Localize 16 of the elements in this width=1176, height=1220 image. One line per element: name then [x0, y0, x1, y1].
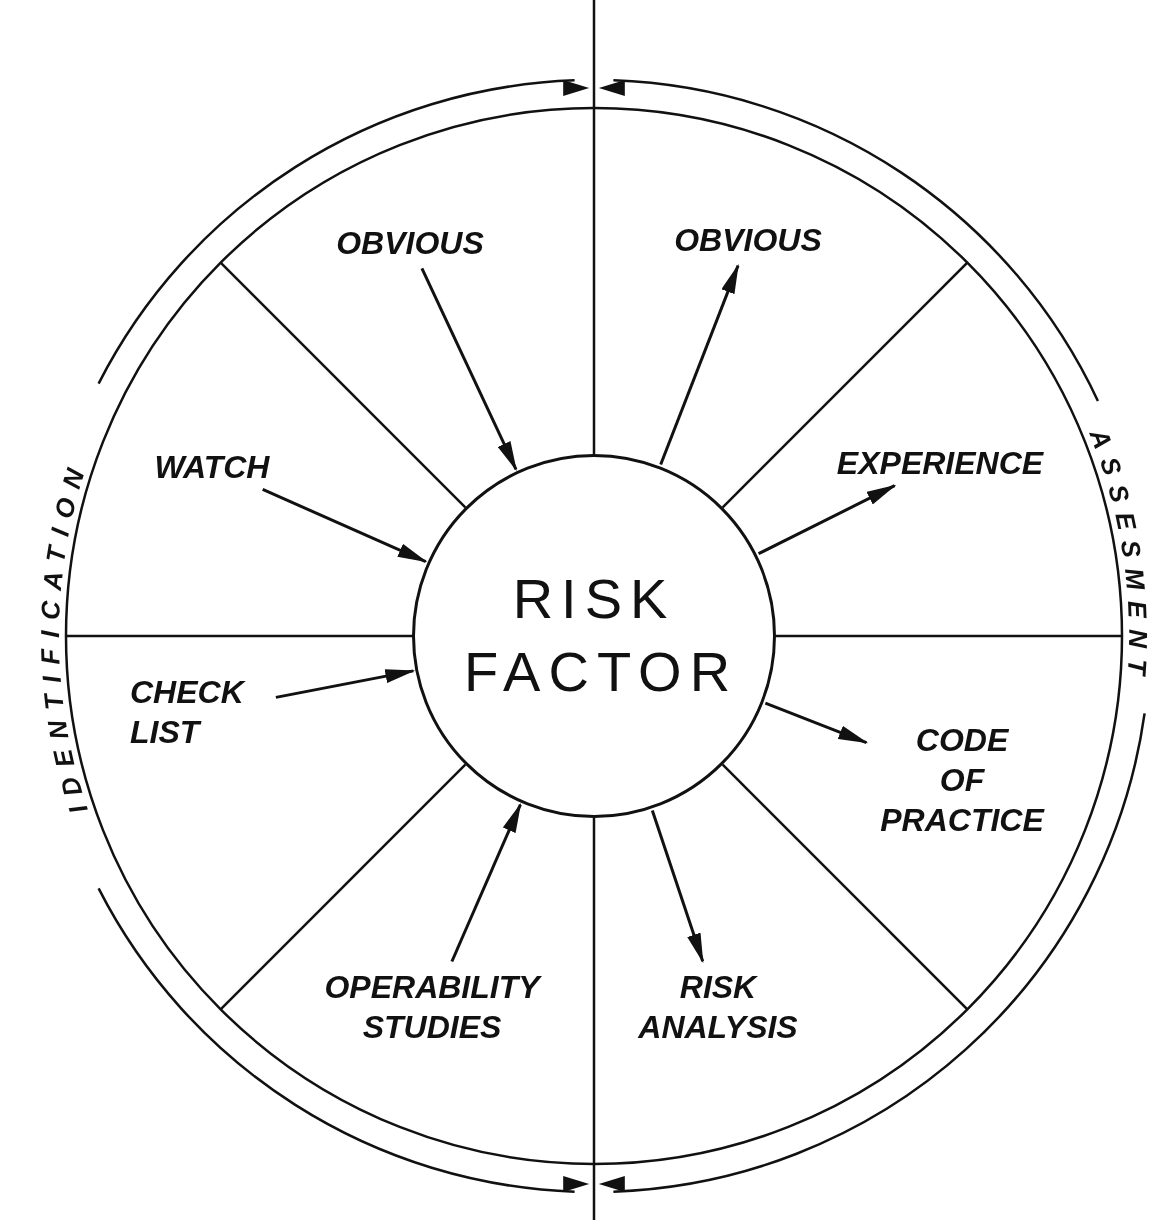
- sector-label: CHECK LIST: [130, 672, 270, 752]
- sector-label: CODE OF PRACTICE: [872, 720, 1052, 840]
- arrow: [420, 267, 518, 472]
- arrow: [275, 669, 416, 699]
- sector-label: WATCH: [154, 447, 270, 487]
- arrow: [757, 484, 897, 556]
- sector-label: RISK ANALYSIS: [613, 967, 823, 1047]
- sector-label: EXPERIENCE: [836, 443, 1044, 483]
- arrow: [659, 263, 740, 466]
- arrow: [764, 701, 869, 744]
- arrow: [262, 488, 428, 563]
- sector-label: OBVIOUS: [336, 223, 484, 263]
- arrow: [450, 802, 522, 963]
- arrow: [650, 810, 705, 964]
- sector-label: OPERABILITY STUDIES: [307, 967, 557, 1047]
- sector-label: OBVIOUS: [674, 220, 822, 260]
